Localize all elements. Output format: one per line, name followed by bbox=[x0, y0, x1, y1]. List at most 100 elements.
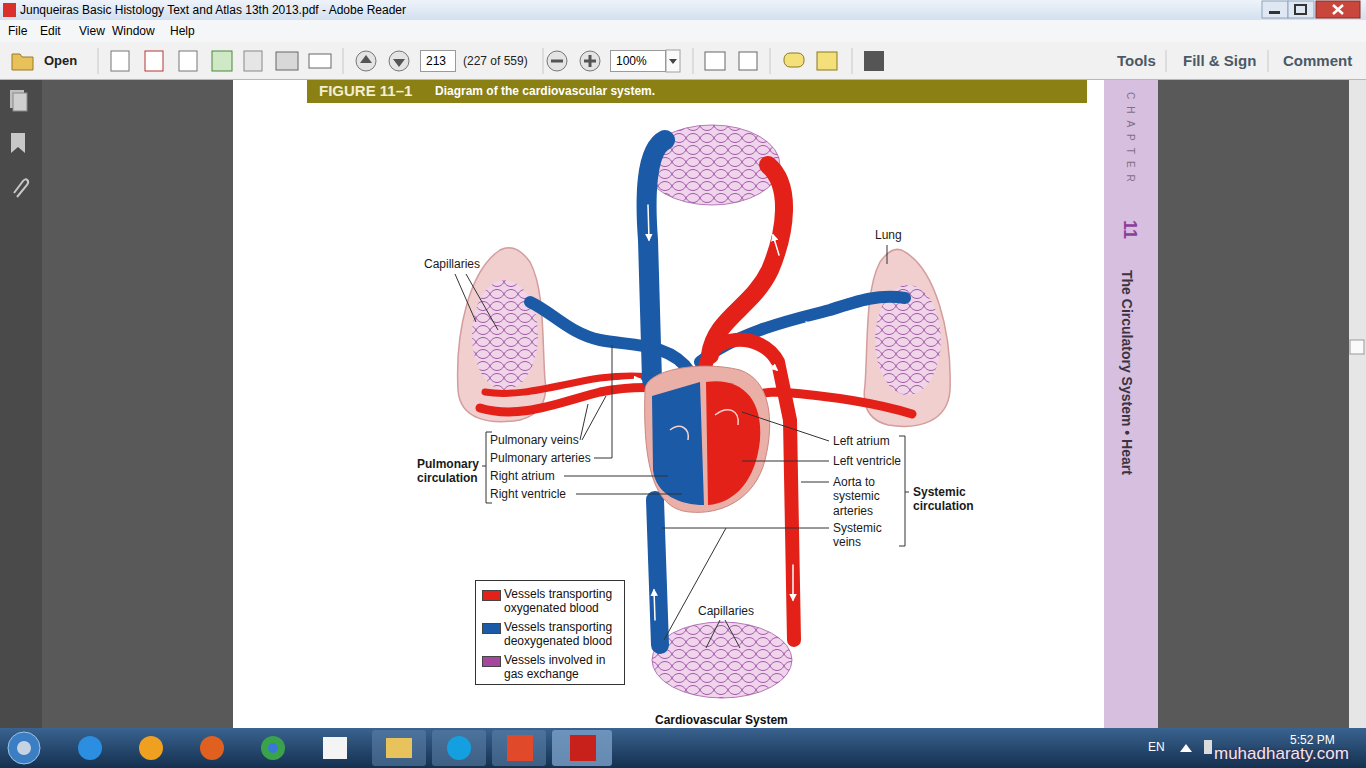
structure-label: Left ventricle bbox=[833, 454, 901, 468]
page-count: (227 of 559) bbox=[463, 54, 528, 68]
toolbar bbox=[852, 48, 853, 74]
scrollbar bbox=[1349, 80, 1366, 728]
leader-line bbox=[742, 461, 829, 462]
structure-label: Aorta to systemic arteries bbox=[833, 475, 895, 518]
group-label: Pulmonary circulation bbox=[417, 457, 485, 486]
heart-illustration bbox=[645, 366, 770, 512]
heart-illustration bbox=[652, 382, 704, 505]
toolbar bbox=[770, 48, 771, 74]
heart-illustration bbox=[645, 366, 770, 512]
blood-vessels bbox=[773, 235, 779, 255]
window-frame bbox=[1288, 1, 1314, 18]
toolbar bbox=[179, 51, 197, 71]
toolbar bbox=[543, 48, 544, 74]
heart-illustration bbox=[706, 381, 760, 505]
chapter-tab: CHAPTER11The Circulatory System • Heart bbox=[1104, 80, 1158, 728]
toolbar bbox=[864, 51, 884, 71]
blood-vessels bbox=[647, 140, 665, 380]
legend-text: Vessels transporting oxygenated blood bbox=[504, 587, 622, 616]
taskbar bbox=[570, 735, 596, 761]
blood-vessels bbox=[648, 205, 649, 240]
menu-bar bbox=[0, 20, 1366, 42]
legend-text: Vessels transporting deoxygenated blood bbox=[504, 620, 622, 649]
window-frame bbox=[3, 3, 16, 17]
chapter-word: CHAPTER bbox=[1124, 92, 1136, 189]
zoom-field: 100% bbox=[610, 50, 666, 72]
window-frame bbox=[1316, 1, 1360, 18]
toolbar bbox=[705, 52, 725, 70]
taskbar bbox=[323, 737, 347, 759]
zoom-value: 100% bbox=[616, 54, 647, 68]
pane-button: Comment bbox=[1283, 52, 1352, 70]
leader-line bbox=[706, 620, 740, 648]
toolbar bbox=[666, 50, 680, 72]
window-title: Junqueiras Basic Histology Text and Atla… bbox=[20, 3, 406, 17]
toolbar bbox=[580, 51, 600, 71]
taskbar bbox=[268, 743, 278, 753]
group-label: Systemic circulation bbox=[913, 485, 993, 514]
blood-vessels bbox=[654, 590, 655, 620]
pane-button: Fill & Sign bbox=[1183, 52, 1256, 70]
toolbar bbox=[343, 48, 344, 74]
menu-item: File bbox=[8, 24, 27, 38]
capillary-bed bbox=[644, 125, 792, 698]
legend-swatch bbox=[482, 590, 501, 601]
pdf-page bbox=[1104, 80, 1158, 728]
menu-bar: FileEditViewWindowHelp bbox=[0, 20, 1366, 42]
menu-item: View bbox=[79, 24, 105, 38]
leader-line bbox=[576, 494, 682, 495]
structure-label: Left atrium bbox=[833, 434, 890, 448]
window-frame bbox=[1295, 5, 1306, 14]
window-title-bar: Junqueiras Basic Histology Text and Atla… bbox=[0, 0, 1366, 20]
toolbar bbox=[145, 51, 163, 71]
menu-item: Window bbox=[112, 24, 155, 38]
menu-item: Help bbox=[170, 24, 195, 38]
toolbar: Open(227 of 559)ToolsFill & SignComment2… bbox=[0, 42, 1366, 80]
taskbar bbox=[78, 736, 102, 760]
navigation-pane bbox=[0, 80, 42, 728]
language-indicator: EN bbox=[1148, 740, 1165, 754]
leader-line bbox=[580, 396, 606, 440]
taskbar bbox=[0, 728, 1366, 768]
taskbar bbox=[0, 728, 1366, 768]
blood-vessels bbox=[655, 500, 660, 645]
toolbar bbox=[0, 42, 1366, 80]
leader-line bbox=[455, 245, 887, 648]
leader-line bbox=[887, 245, 888, 264]
chapter-title: The Circulatory System • Heart bbox=[1118, 270, 1135, 475]
toolbar bbox=[111, 51, 129, 71]
legend-text: Vessels involved in gas exchange bbox=[504, 653, 622, 682]
taskbar bbox=[8, 732, 40, 764]
structure-label: Right ventricle bbox=[490, 487, 566, 501]
toolbar bbox=[0, 42, 1366, 80]
structure-label: Capillaries bbox=[424, 257, 480, 271]
blood-vessels bbox=[790, 323, 812, 330]
toolbar bbox=[1268, 50, 1269, 72]
window-frame bbox=[1333, 5, 1343, 14]
legend-swatch bbox=[482, 623, 501, 634]
window-frame bbox=[1269, 11, 1280, 14]
taskbar bbox=[552, 730, 612, 766]
toolbar bbox=[244, 51, 262, 71]
blood-vessels bbox=[765, 360, 777, 370]
structure-label: Capillaries bbox=[698, 604, 754, 618]
structure-label: Systemic veins bbox=[833, 521, 895, 550]
leader-line bbox=[662, 528, 829, 640]
toolbar bbox=[669, 59, 677, 64]
leader-line bbox=[455, 274, 498, 330]
navigation-pane bbox=[0, 80, 42, 728]
blood-vessels bbox=[615, 379, 640, 381]
toolbar bbox=[551, 60, 563, 63]
structure-label: Pulmonary veins bbox=[490, 433, 579, 447]
taskbar bbox=[492, 730, 546, 766]
leader-line bbox=[801, 482, 829, 483]
taskbar bbox=[200, 736, 224, 760]
taskbar bbox=[261, 736, 285, 760]
pdf-page bbox=[307, 80, 1087, 103]
pdf-page bbox=[233, 80, 1104, 728]
taskbar bbox=[1204, 740, 1212, 754]
blood-vessels bbox=[480, 140, 912, 645]
menu-bar bbox=[0, 20, 1366, 42]
navigation-pane bbox=[13, 93, 27, 111]
